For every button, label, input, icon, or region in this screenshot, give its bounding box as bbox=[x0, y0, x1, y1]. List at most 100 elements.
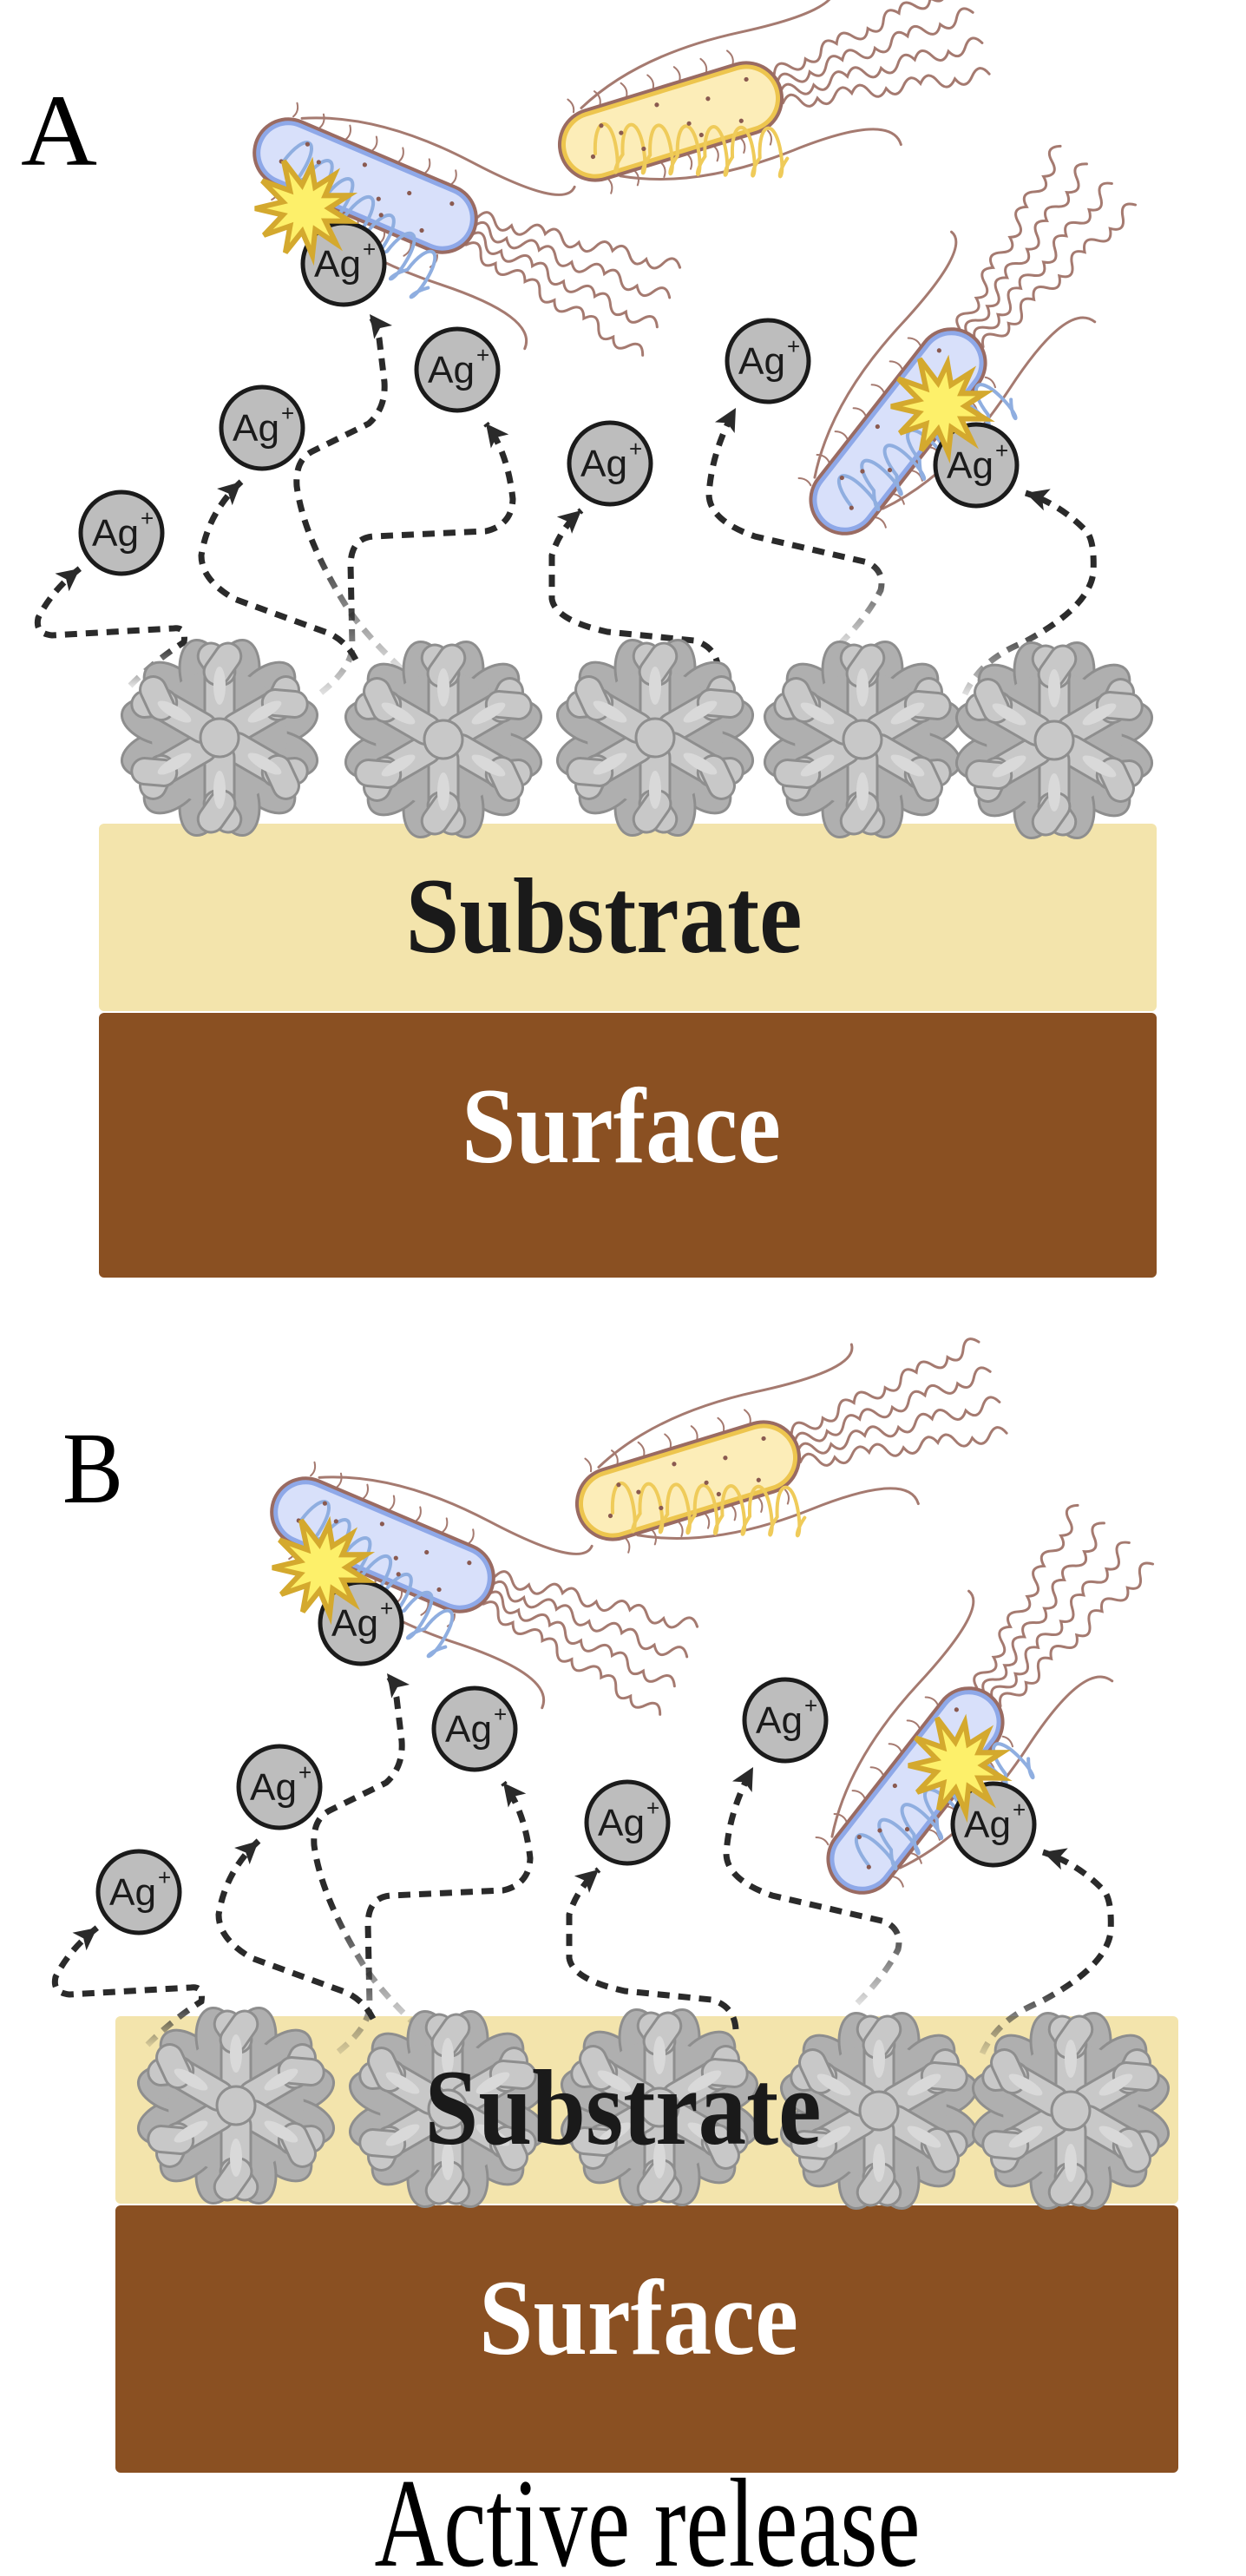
release-path bbox=[705, 406, 885, 647]
release-path bbox=[34, 566, 187, 688]
ion-circle bbox=[567, 420, 653, 507]
silver-ion: Ag+ bbox=[95, 1849, 182, 1935]
damage-burst-icon bbox=[908, 1713, 1013, 1824]
silver-nanoparticle bbox=[555, 638, 755, 838]
ribosome-dot bbox=[705, 96, 711, 102]
release-path bbox=[318, 421, 516, 695]
panel-a: Substrate Surface Ag+Ag+Ag+Ag+Ag+Ag+Ag+ … bbox=[21, 0, 1157, 1278]
arrowhead-icon bbox=[503, 1783, 527, 1808]
silver-nanoparticle bbox=[779, 2011, 979, 2211]
nanoparticles bbox=[136, 2006, 1171, 2211]
arrowhead-icon bbox=[1043, 1848, 1068, 1870]
arrowhead-icon bbox=[574, 1870, 599, 1893]
cytoplasm bbox=[278, 1484, 488, 1606]
release-path bbox=[51, 1925, 205, 2047]
cytoplasm bbox=[260, 125, 470, 246]
dashed-trajectory bbox=[215, 1838, 377, 2021]
silver-ion: Ag+ bbox=[236, 1744, 323, 1830]
dna-strand bbox=[282, 141, 437, 299]
ion-symbol: Ag bbox=[250, 1766, 297, 1809]
ion-charge: + bbox=[158, 1864, 171, 1890]
dashed-trajectory bbox=[51, 1925, 205, 2047]
ribosome-dot bbox=[305, 141, 310, 147]
panel-b-layer-labels: Substrate Surface bbox=[425, 2048, 822, 2377]
release-paths bbox=[34, 312, 1097, 696]
ribosome-dot bbox=[723, 1456, 728, 1461]
ribosome-dot bbox=[860, 469, 865, 474]
ion-charge: + bbox=[646, 1795, 659, 1821]
silver-nanoparticle bbox=[971, 2011, 1171, 2211]
ribosome-dot bbox=[333, 1519, 338, 1524]
ribosome-dot bbox=[904, 1827, 910, 1832]
silver-ion: Ag+ bbox=[742, 1677, 829, 1764]
arrowhead-icon bbox=[731, 1767, 753, 1793]
cytoplasm bbox=[582, 1428, 794, 1534]
panel-label-b: B bbox=[62, 1411, 123, 1525]
silver-ion: Ag+ bbox=[318, 1580, 404, 1666]
ion-charge: + bbox=[298, 1759, 312, 1785]
damage-burst-icon bbox=[254, 156, 359, 266]
panel-a-layers bbox=[99, 824, 1157, 1278]
silver-ion: Ag+ bbox=[950, 1781, 1037, 1868]
arrowhead-icon bbox=[55, 568, 80, 592]
ribosome-dot bbox=[393, 1555, 398, 1561]
ion-charge: + bbox=[629, 436, 642, 462]
ion-circle bbox=[95, 1849, 182, 1935]
ribosome-dot bbox=[892, 1783, 897, 1789]
ion-symbol: Ag bbox=[331, 1602, 378, 1645]
ion-symbol: Ag bbox=[580, 443, 627, 485]
ion-symbol: Ag bbox=[233, 407, 279, 450]
silver-ions: Ag+Ag+Ag+Ag+Ag+Ag+Ag+ bbox=[78, 220, 1020, 576]
dashed-trajectory bbox=[566, 1867, 739, 2030]
release-path bbox=[215, 1838, 377, 2021]
ion-symbol: Ag bbox=[756, 1699, 803, 1742]
ribosome-dot bbox=[839, 475, 844, 481]
arrowhead-icon bbox=[1026, 489, 1051, 511]
panel-label-a: A bbox=[21, 74, 97, 187]
ion-circle bbox=[933, 422, 1020, 509]
damage-bursts bbox=[272, 1515, 1013, 1824]
ribosome-dot bbox=[641, 146, 646, 152]
silver-ion: Ag+ bbox=[584, 1779, 671, 1866]
ribosome-dot bbox=[379, 1521, 384, 1527]
silver-ions: Ag+Ag+Ag+Ag+Ag+Ag+Ag+ bbox=[95, 1580, 1037, 1935]
silver-nanoparticle bbox=[954, 641, 1154, 840]
ion-charge: + bbox=[995, 437, 1008, 463]
bacterium-damaged bbox=[252, 102, 682, 357]
ion-symbol: Ag bbox=[445, 1708, 492, 1751]
dashed-trajectory bbox=[705, 406, 885, 647]
ribosome-dot bbox=[704, 1480, 709, 1485]
substrate-label: Substrate bbox=[406, 857, 803, 976]
surface-layer bbox=[99, 1013, 1157, 1278]
silver-nanoparticle bbox=[763, 640, 962, 839]
ribosome-dot bbox=[607, 1513, 613, 1519]
ion-symbol: Ag bbox=[947, 444, 994, 487]
ribosome-dot bbox=[378, 213, 384, 218]
ribosome-dot bbox=[322, 1501, 327, 1506]
dashed-trajectory bbox=[34, 566, 187, 688]
panel-b: Substrate Surface Ag+Ag+Ag+Ag+Ag+Ag+Ag+ … bbox=[51, 1337, 1178, 2473]
release-path bbox=[961, 489, 1097, 696]
ion-circle bbox=[725, 318, 811, 404]
ribosome-dot bbox=[424, 1549, 430, 1555]
ribosome-dot bbox=[619, 130, 624, 135]
release-path bbox=[336, 1780, 534, 2054]
ion-charge: + bbox=[281, 400, 294, 426]
arrowhead-icon bbox=[714, 408, 736, 434]
ion-symbol: Ag bbox=[738, 340, 785, 383]
silver-nanoparticle bbox=[136, 2006, 336, 2205]
dashed-trajectory bbox=[318, 421, 516, 695]
silver-ion: Ag+ bbox=[725, 318, 811, 404]
ion-circle bbox=[742, 1677, 829, 1764]
ion-symbol: Ag bbox=[92, 512, 139, 555]
substrate-label: Substrate bbox=[425, 2048, 822, 2167]
dashed-trajectory bbox=[979, 1849, 1114, 2055]
release-path bbox=[198, 479, 359, 661]
ribosome-dot bbox=[738, 118, 744, 123]
ion-symbol: Ag bbox=[109, 1871, 156, 1914]
ribosome-dot bbox=[744, 76, 749, 82]
silver-nanoparticle bbox=[348, 2009, 548, 2209]
silver-ion: Ag+ bbox=[219, 384, 305, 471]
ribosome-dot bbox=[716, 1491, 721, 1497]
